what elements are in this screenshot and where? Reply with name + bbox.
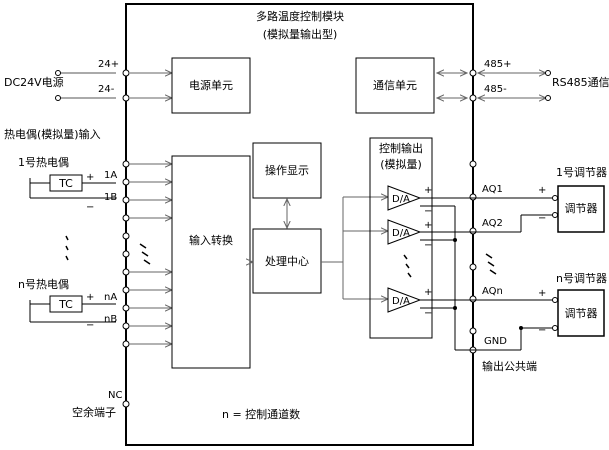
control-output-label-1: 控制输出 (379, 141, 423, 155)
regn-label: n号调节器 (556, 272, 607, 285)
terminal-1a: 1A (104, 170, 117, 181)
svg-text:−: − (424, 206, 432, 217)
power-unit-label: 电源单元 (189, 78, 233, 92)
terminal-aq1: AQ1 (482, 184, 503, 195)
terminal-gnd: GND (484, 336, 507, 347)
tc1-minus: − (86, 202, 94, 213)
da-amplifier-n (387, 287, 422, 313)
channel-note: n = 控制通道数 (222, 407, 300, 421)
input-convert-box (171, 155, 251, 369)
module-title: 多路温度控制模块 (256, 9, 344, 23)
svg-text:+: + (424, 220, 432, 231)
svg-text:+: + (424, 185, 432, 196)
terminal-aqn: AQn (482, 286, 503, 297)
terminal-1b: 1B (104, 192, 117, 203)
input-ellipsis (65, 235, 151, 265)
tcn-minus: − (86, 320, 94, 331)
processing-center-label: 处理中心 (265, 255, 309, 268)
da-2-label: D/A (392, 228, 410, 239)
regulator-1-box (557, 185, 605, 233)
svg-text:−: − (538, 213, 546, 224)
control-output-label-2: (模拟量) (380, 157, 422, 171)
da-amplifier-2 (387, 219, 422, 245)
output-common-label: 输出公共端 (482, 359, 537, 373)
output-ellipsis (485, 253, 497, 275)
terminal-485-minus: 485- (484, 84, 507, 95)
tc1-label: 1号热电偶 (18, 156, 69, 169)
regulator-n-label: 调节器 (565, 307, 598, 320)
svg-text:+: + (538, 185, 546, 196)
da-n-label: D/A (392, 296, 410, 307)
comm-unit-box (355, 57, 435, 114)
svg-text:+: + (538, 288, 546, 299)
terminal-24-plus: 24+ (98, 59, 119, 70)
nc-label: 空余端子 (72, 405, 116, 419)
operation-display-box (252, 142, 322, 199)
power-unit-box (171, 57, 251, 114)
control-output-box (369, 137, 433, 339)
terminal-aq2: AQ2 (482, 218, 503, 229)
svg-text:TC: TC (58, 177, 73, 190)
module-subtitle: (模拟量输出型) (263, 27, 338, 41)
svg-text:−: − (538, 325, 546, 336)
da-amplifier-1 (387, 185, 422, 211)
terminal-nb: nB (104, 314, 117, 325)
tcn-plus: + (86, 292, 94, 303)
terminal-24-minus: 24- (98, 84, 115, 95)
svg-text:+: + (424, 287, 432, 298)
da-ellipsis (403, 254, 412, 278)
tc1-plus: + (86, 172, 94, 183)
da-1-label: D/A (392, 194, 410, 205)
regulator-n-box (557, 289, 605, 337)
input-convert-label: 输入转换 (189, 233, 233, 247)
regulator-1-label: 调节器 (565, 202, 598, 215)
svg-text:−: − (424, 240, 432, 251)
tcn-label: n号热电偶 (18, 278, 69, 291)
input-section-label: 热电偶(模拟量)输入 (4, 127, 101, 141)
terminal-na: nA (104, 292, 117, 303)
svg-text:−: − (424, 308, 432, 319)
comm-unit-label: 通信单元 (373, 79, 417, 92)
terminal-485-plus: 485+ (484, 59, 511, 70)
operation-display-label: 操作显示 (265, 163, 309, 177)
reg1-label: 1号调节器 (556, 166, 607, 179)
svg-text:TC: TC (58, 298, 73, 311)
module-boundary (125, 3, 474, 446)
nc-terminal-label: NC (108, 390, 122, 401)
rs485-label: RS485通信 (552, 76, 609, 89)
dc24v-label: DC24V电源 (4, 75, 64, 89)
